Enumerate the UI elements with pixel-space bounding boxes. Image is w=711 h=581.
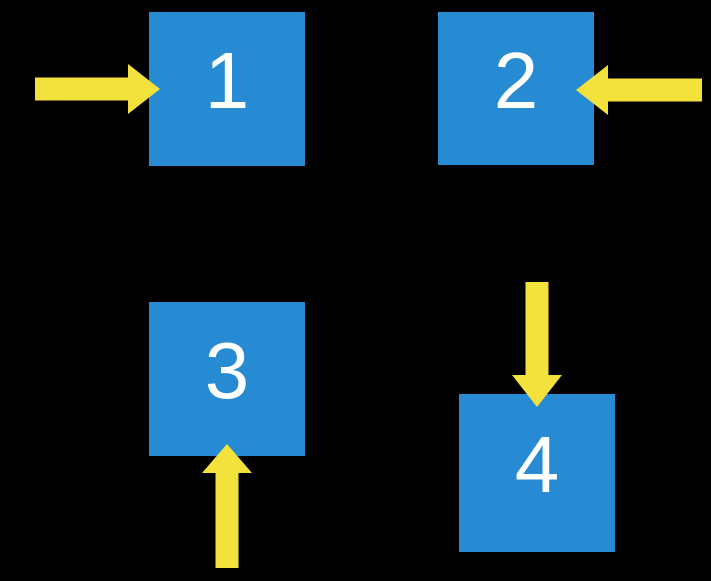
- square-2[interactable]: 2: [438, 12, 594, 165]
- square-4[interactable]: 4: [459, 394, 615, 552]
- square-2-label: 2: [493, 35, 539, 125]
- square-1-label: 1: [204, 36, 250, 125]
- arrow-left-icon: [576, 65, 702, 115]
- square-3-label: 3: [204, 326, 250, 415]
- square-3[interactable]: 3: [149, 302, 305, 456]
- square-1[interactable]: 1: [149, 12, 305, 166]
- square-4-label: 4: [514, 420, 560, 509]
- arrow-right-icon: [35, 64, 160, 114]
- arrow-up-icon: [202, 444, 252, 568]
- arrow-down-icon: [512, 282, 562, 407]
